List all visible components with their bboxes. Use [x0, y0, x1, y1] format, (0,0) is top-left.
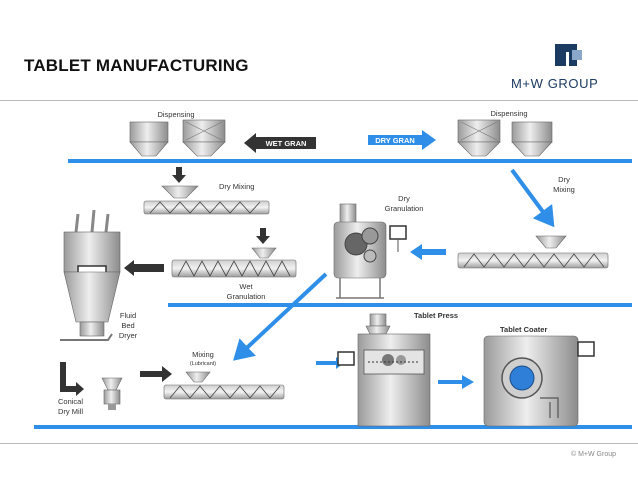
arrow-dispense-to-mixing — [172, 167, 186, 183]
label-dry-granulation-line2: Granulation — [385, 204, 424, 213]
label-fluid-bed-line3: Dryer — [119, 331, 138, 340]
arrow-mixing-to-wet-gran — [256, 228, 270, 244]
dry-mixing-conveyor-left — [143, 185, 270, 215]
fluid-bed-dryer — [60, 209, 121, 341]
label-dry-mixing-right-line1: Dry — [558, 175, 570, 184]
footer-copyright: © M+W Group — [570, 451, 616, 458]
label-conical-line2: Dry Mill — [58, 407, 83, 416]
process-line-bottom — [34, 425, 632, 429]
arrow-granulation-to-mixing — [233, 272, 328, 361]
arrow-dispense-to-dry-mixing — [510, 168, 555, 228]
label-conical-line1: Conical — [58, 397, 83, 406]
press-control-panel — [337, 351, 355, 366]
dispensing-hoppers-right — [457, 119, 553, 157]
label-tablet-coater: Tablet Coater — [500, 325, 547, 334]
dispensing-hoppers-left — [129, 119, 226, 157]
label-fluid-bed-line2: Bed — [121, 321, 134, 330]
coater-control-panel — [577, 341, 595, 357]
arrow-mill-to-mixing — [140, 366, 172, 382]
wet-granulator — [171, 247, 297, 278]
company-logo-text: M+W GROUP — [511, 76, 599, 91]
tablet-press — [337, 313, 431, 427]
dry-gran-arrow: DRY GRAN — [368, 130, 436, 150]
footer-divider — [0, 443, 638, 444]
arrow-wet-gran-to-dryer — [124, 260, 164, 276]
page-title: TABLET MANUFACTURING — [24, 56, 249, 75]
arrow-press-to-coater — [438, 375, 474, 389]
tablet-coater — [483, 335, 595, 427]
label-dry-mixing-right-line2: Mixing — [553, 185, 575, 194]
label-wet-granulation-line2: Granulation — [227, 292, 266, 301]
wet-gran-label: WET GRAN — [266, 139, 307, 148]
arrow-dry-mixing-to-granulator — [410, 244, 446, 260]
dry-mixing-conveyor-right — [457, 235, 609, 269]
lubricant-mixer — [163, 371, 285, 400]
label-wet-granulation-line1: Wet — [239, 282, 253, 291]
label-dispensing-left: Dispensing — [157, 110, 194, 119]
label-mixing-line2: (Lubricant) — [190, 361, 216, 367]
header-divider — [0, 100, 638, 101]
granulator-control-panel — [389, 225, 407, 240]
conical-dry-mill — [101, 377, 123, 410]
label-tablet-press: Tablet Press — [414, 311, 458, 320]
arrow-dryer-to-mill — [60, 362, 84, 396]
dry-granulator — [333, 203, 407, 299]
process-line-middle — [168, 303, 632, 307]
label-dry-mixing-left: Dry Mixing — [219, 182, 254, 191]
arrow-mixing-to-press — [316, 357, 344, 369]
label-mixing-line1: Mixing — [192, 350, 214, 359]
label-dry-granulation-line1: Dry — [398, 194, 410, 203]
wet-gran-arrow: WET GRAN — [244, 133, 316, 153]
label-fluid-bed-line1: Fluid — [120, 311, 136, 320]
process-line-top — [68, 159, 632, 163]
dry-gran-label: DRY GRAN — [375, 136, 415, 145]
label-dispensing-right: Dispensing — [490, 109, 527, 118]
